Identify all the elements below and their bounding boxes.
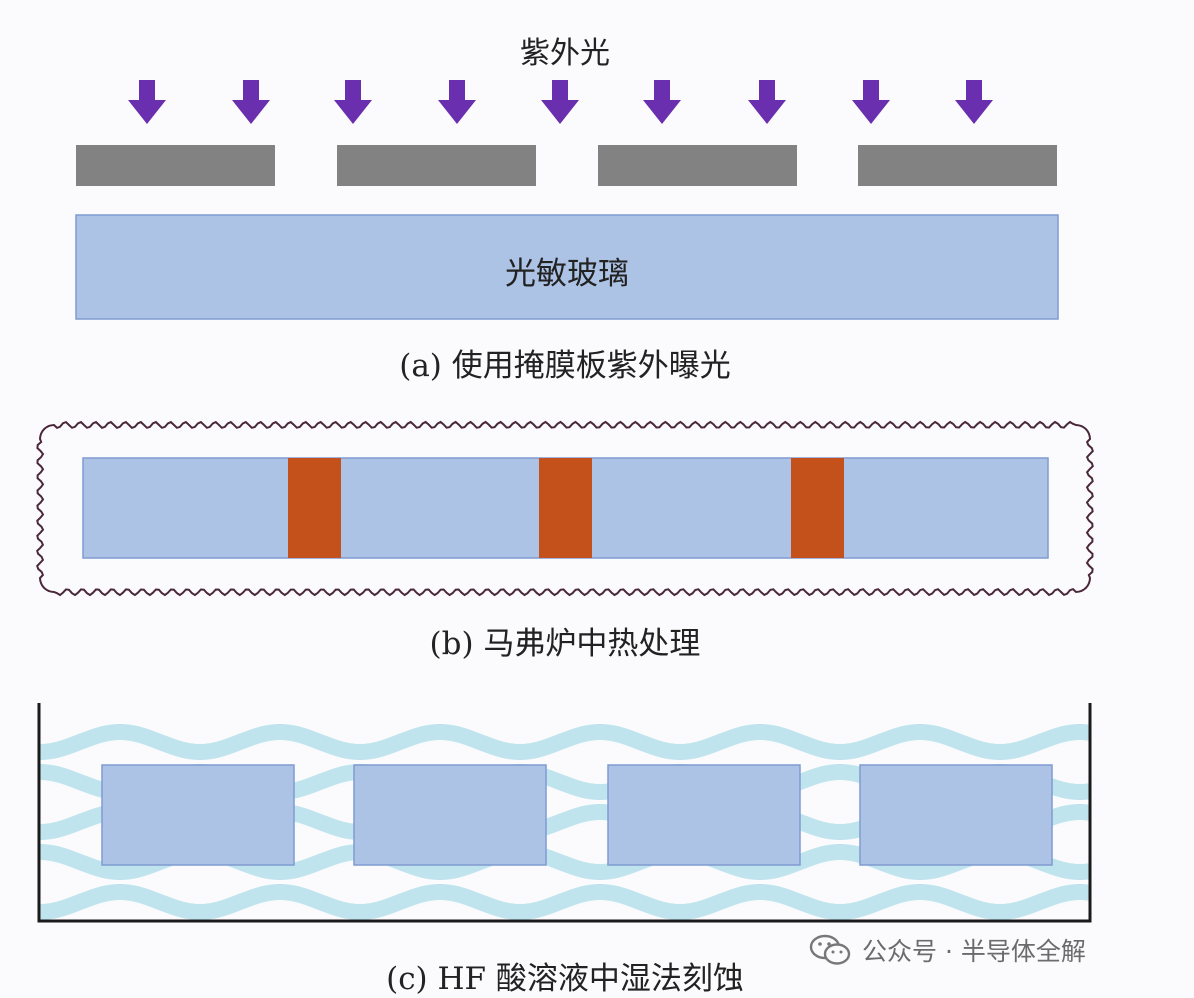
caption-b: (b) 马弗炉中热处理	[429, 626, 701, 662]
furnace-heating-coil	[36, 420, 1094, 597]
panel-c-hf-wet-etching	[37, 703, 1092, 923]
uv-arrow	[643, 80, 681, 124]
panel-a-uv-exposure	[75, 80, 1059, 320]
crystallized-region	[791, 458, 844, 558]
uv-arrows	[128, 80, 993, 124]
uv-arrow	[334, 80, 372, 124]
uv-arrow	[748, 80, 786, 124]
panel-b-furnace-heat-treatment	[36, 420, 1094, 597]
caption-c: (c) HF 酸溶液中湿法刻蚀	[386, 961, 744, 997]
etching-container	[37, 703, 1092, 923]
uv-arrow	[541, 80, 579, 124]
uv-arrow	[232, 80, 270, 124]
photosensitive-glass-plate	[75, 214, 1059, 320]
solution-wave	[40, 724, 1090, 760]
glass-block	[859, 764, 1053, 866]
crystallized-regions	[288, 458, 844, 558]
watermark-text: 公众号 · 半导体全解	[862, 937, 1086, 966]
solution-wave	[40, 884, 1090, 920]
mask-segment	[598, 145, 797, 186]
uv-arrow	[128, 80, 166, 124]
photosensitive-glass-label: 光敏玻璃	[505, 256, 629, 292]
glass-block	[101, 764, 295, 866]
wechat-icon	[809, 934, 851, 965]
glass-block	[607, 764, 801, 866]
mask-segment	[858, 145, 1057, 186]
uv-light-label: 紫外光	[520, 36, 610, 71]
mask-segment	[76, 145, 275, 186]
caption-a: (a) 使用掩膜板紫外曝光	[399, 348, 731, 384]
etched-glass-blocks	[101, 764, 1053, 866]
uv-arrow	[955, 80, 993, 124]
photomask	[76, 145, 1057, 186]
mask-segment	[337, 145, 536, 186]
crystallized-region	[539, 458, 592, 558]
uv-arrow	[438, 80, 476, 124]
glass-block	[353, 764, 547, 866]
watermark: 公众号 · 半导体全解	[808, 930, 1168, 970]
crystallized-region	[288, 458, 341, 558]
uv-arrow	[852, 80, 890, 124]
